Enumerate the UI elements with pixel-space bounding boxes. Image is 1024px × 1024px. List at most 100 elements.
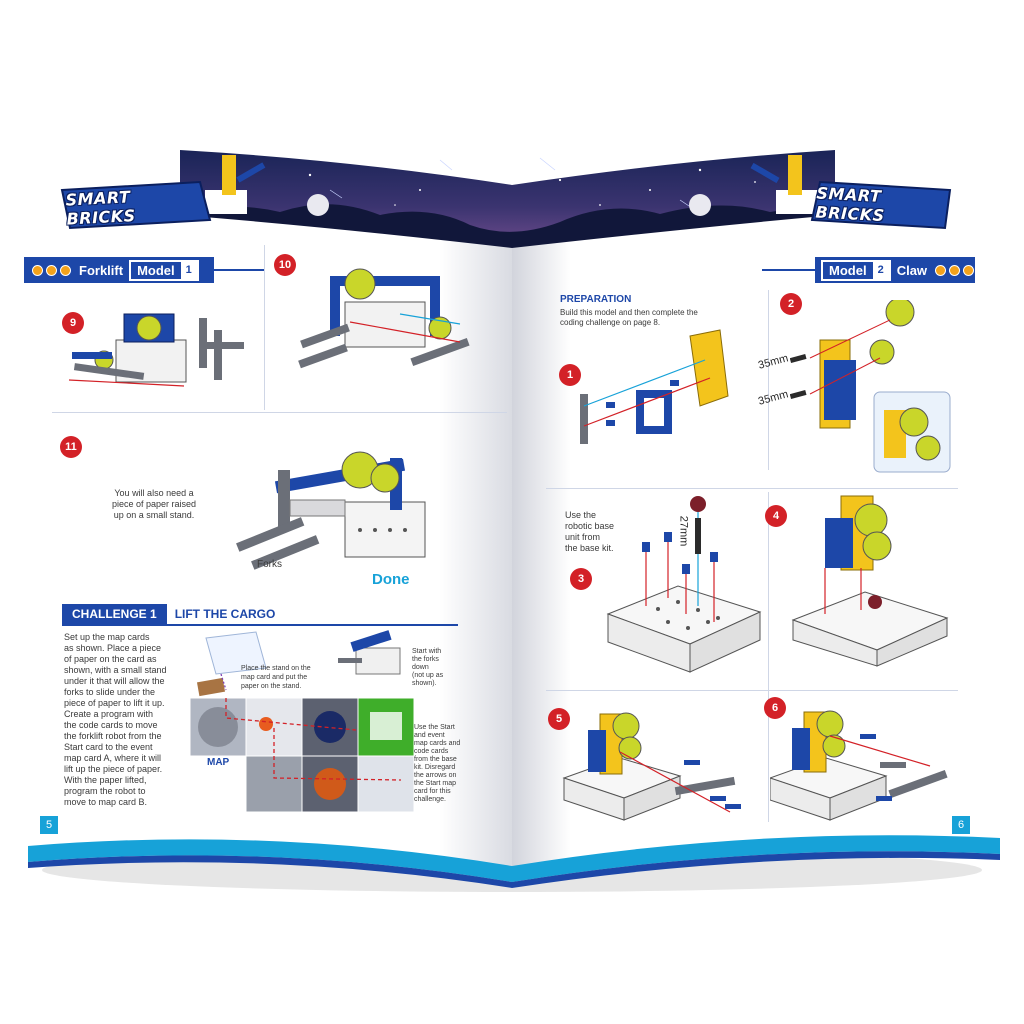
body-line: as shown. Place a piece bbox=[64, 643, 162, 653]
note-line: shown). bbox=[412, 680, 437, 687]
challenge-body: Set up the map cards as shown. Place a p… bbox=[64, 632, 212, 808]
note-line: Use the bbox=[565, 510, 597, 520]
body-line: map card A, where it will bbox=[64, 753, 162, 763]
step-badge-11: 11 bbox=[60, 436, 82, 458]
body-line: program the robot to bbox=[64, 786, 146, 796]
note-line: (not up as bbox=[412, 672, 444, 679]
note-line: the base kit. bbox=[565, 543, 614, 553]
panel-divider-horizontal bbox=[52, 412, 507, 413]
model-label: Model bbox=[131, 261, 181, 279]
note-line: piece of paper raised bbox=[111, 499, 197, 509]
panel-divider-vertical-lower bbox=[768, 492, 769, 822]
section-title: Claw bbox=[896, 262, 928, 278]
body-line: the code cards to move bbox=[64, 720, 158, 730]
note-line: challenge. bbox=[414, 796, 446, 803]
body-line: piece of paper to lift it up. bbox=[64, 698, 165, 708]
note-line: down bbox=[412, 664, 429, 671]
body-line: Set up the map cards bbox=[64, 632, 150, 642]
step-3-illustration bbox=[606, 496, 762, 673]
note-line: Use the Start bbox=[414, 724, 455, 731]
step-badge-2: 2 bbox=[780, 293, 802, 315]
note-line: map cards and bbox=[414, 740, 461, 747]
start-note: Use the Start and event map cards and co… bbox=[414, 724, 476, 804]
note-line: map card and put the bbox=[241, 674, 308, 681]
step-badge-6: 6 bbox=[764, 697, 786, 719]
step-6-illustration bbox=[770, 710, 948, 821]
body-line: the forklift robot from the bbox=[64, 731, 162, 741]
section-dots bbox=[935, 264, 975, 276]
note-line: Place the stand on the bbox=[241, 665, 311, 672]
page-number-left: 5 bbox=[40, 816, 58, 834]
preparation-text: Build this model and then complete the c… bbox=[560, 308, 750, 328]
note-line: the forks bbox=[412, 656, 439, 663]
section-dots bbox=[32, 264, 71, 276]
step-2-illustration bbox=[790, 300, 951, 473]
body-line: forks to slide under the bbox=[64, 687, 156, 697]
step-1-illustration bbox=[580, 329, 729, 444]
map-cards-illustration bbox=[189, 630, 415, 813]
smart-bricks-logo-right: SMART BRICKS bbox=[815, 183, 886, 226]
model-badge: Model 2 bbox=[821, 259, 891, 281]
page-number-right: 6 bbox=[952, 816, 970, 834]
note-line: card for this bbox=[414, 788, 451, 795]
challenge-rule bbox=[62, 624, 458, 626]
note-line: the Start map bbox=[414, 780, 457, 787]
note-line: the arrows on bbox=[414, 772, 457, 779]
body-line: shown, with a small stand bbox=[64, 665, 167, 675]
map-label: MAP bbox=[207, 757, 230, 768]
step-badge-1: 1 bbox=[559, 364, 581, 386]
body-line: Create a program with bbox=[64, 709, 154, 719]
section-header-forklift: Forklift Model 1 bbox=[24, 257, 214, 283]
note-line: code cards bbox=[414, 748, 449, 755]
challenge-label: CHALLENGE 1 bbox=[62, 604, 167, 624]
step-badge-3: 3 bbox=[570, 568, 592, 590]
forks-label: Forks bbox=[257, 559, 282, 570]
note-line: kit. Disregard bbox=[414, 764, 456, 771]
preparation-title: PREPARATION bbox=[560, 294, 632, 305]
note-line: up on a small stand. bbox=[113, 510, 195, 520]
body-line: lift up the piece of paper. bbox=[64, 764, 163, 774]
section-rule bbox=[214, 269, 264, 271]
section-title: Forklift bbox=[79, 262, 124, 278]
note-line: unit from bbox=[565, 532, 601, 542]
step-badge-9: 9 bbox=[62, 312, 84, 334]
note-line: Start with bbox=[412, 648, 442, 655]
challenge-header: CHALLENGE 1 LIFT THE CARGO bbox=[62, 604, 283, 624]
step-badge-10: 10 bbox=[274, 254, 296, 276]
model-number: 1 bbox=[180, 263, 197, 277]
body-line: Start card to the event bbox=[64, 742, 153, 752]
prep-line: coding challenge on page 8. bbox=[560, 318, 661, 327]
prep-line: Build this model and then complete the bbox=[560, 308, 698, 317]
note-line: paper on the stand. bbox=[241, 683, 302, 690]
done-label: Done bbox=[372, 571, 410, 588]
panel-divider-vertical bbox=[264, 245, 265, 410]
step-3-note: Use the robotic base unit from the base … bbox=[565, 510, 645, 554]
model-badge: Model 1 bbox=[129, 259, 199, 281]
step-11-note: You will also need a piece of paper rais… bbox=[94, 488, 214, 521]
panel-divider-vertical bbox=[768, 290, 769, 470]
model-number: 2 bbox=[872, 263, 889, 277]
panel-divider-horizontal-lower bbox=[546, 690, 958, 691]
body-line: under it that will allow the bbox=[64, 676, 165, 686]
step-badge-5: 5 bbox=[548, 708, 570, 730]
stand-note: Place the stand on the map card and put … bbox=[241, 664, 331, 691]
challenge-title: LIFT THE CARGO bbox=[174, 607, 276, 621]
body-line: of paper on the card as bbox=[64, 654, 157, 664]
step-5-illustration bbox=[562, 712, 741, 821]
model-label: Model bbox=[823, 261, 873, 279]
note-line: You will also need a bbox=[114, 488, 194, 498]
step-4-illustration bbox=[791, 495, 949, 667]
step-badge-4: 4 bbox=[765, 505, 787, 527]
note-line: robotic base bbox=[565, 521, 615, 531]
step-9-illustration bbox=[68, 313, 244, 387]
forks-note: Start with the forks down (not up as sho… bbox=[412, 648, 472, 688]
smart-bricks-logo-left: SMART BRICKS bbox=[65, 187, 137, 229]
step-11-illustration bbox=[236, 451, 426, 570]
body-line: With the paper lifted, bbox=[64, 775, 147, 785]
section-rule-right bbox=[762, 269, 817, 271]
section-header-claw: Model 2 Claw bbox=[815, 257, 975, 283]
note-line: and event bbox=[414, 732, 445, 739]
panel-divider-horizontal bbox=[546, 488, 958, 489]
note-line: from the base bbox=[414, 756, 457, 763]
body-line: move to map card B. bbox=[64, 797, 148, 807]
